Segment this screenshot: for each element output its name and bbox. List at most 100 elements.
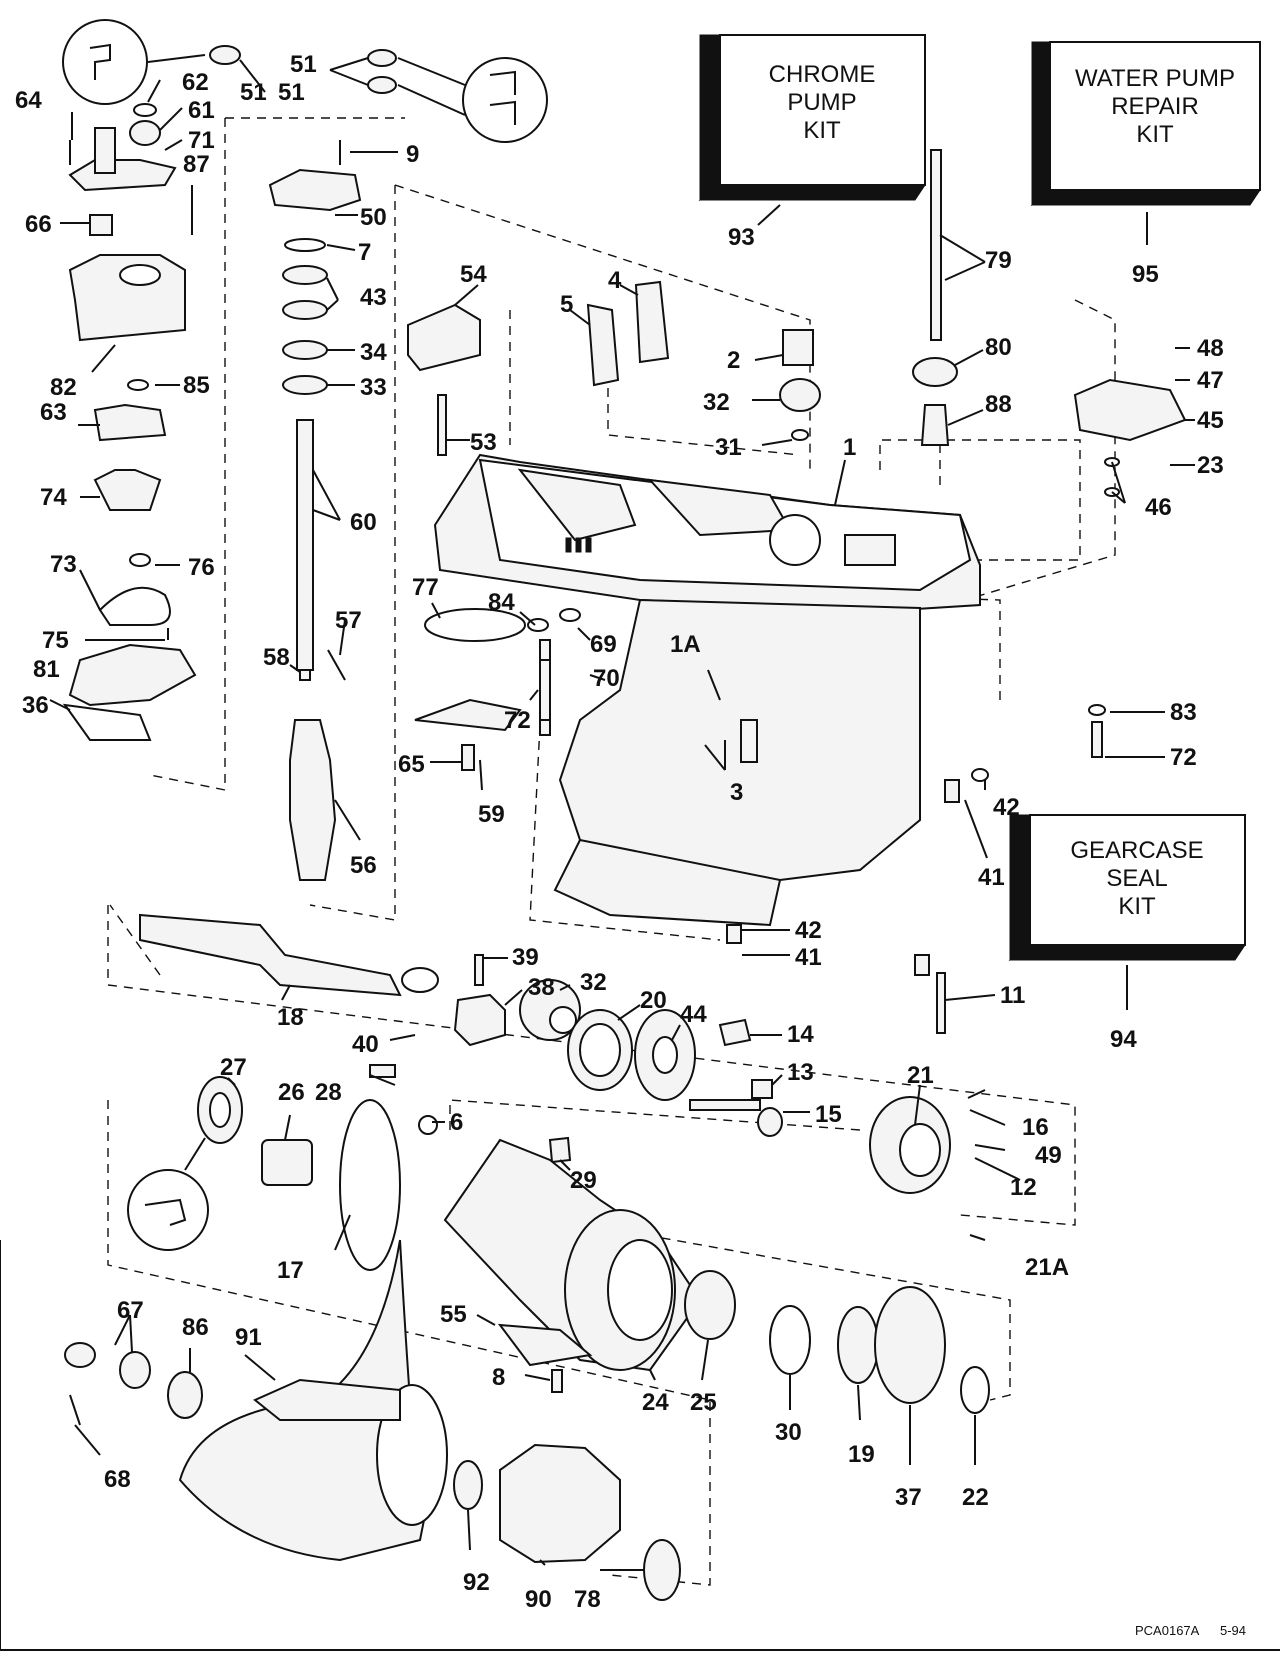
callout-label: 62 [182,69,209,96]
callout-label: 40 [352,1031,379,1058]
callout-label: 70 [593,665,620,692]
callout-label: 54 [460,261,487,288]
callout-label: 21A [1025,1254,1069,1281]
callout-label: 33 [360,374,387,401]
callout-label: 63 [40,399,67,426]
callout-label: 88 [985,391,1012,418]
callout-label-kit: 93 [728,224,755,251]
callout-label: 65 [398,751,425,778]
callout-label: 75 [42,627,69,654]
callout-label: 82 [50,374,77,401]
callout-label: 81 [33,656,60,683]
callout-label: 7 [358,239,371,266]
bearing-housing-and-propeller [64,1064,990,1601]
kit-box-chrome-pump: CHROME PUMP KIT [698,34,926,201]
callout-label: 56 [350,852,377,879]
callout-label: 17 [277,1257,304,1284]
leader-lines [49,57,1195,1571]
callout-label: 1 [843,434,856,461]
callout-label: 34 [360,339,387,366]
callout-label: 85 [183,372,210,399]
kit-label-line: SEAL [1106,865,1167,892]
callout-label: 8 [492,1364,505,1391]
callout-label: 72 [1170,744,1197,771]
callout-label: 18 [277,1004,304,1031]
callout-label: 69 [590,631,617,658]
kit-label-line: KIT [1118,893,1156,920]
callout-label: 4 [608,267,622,294]
callout-label: 92 [463,1569,490,1596]
callout-label: 31 [715,434,742,461]
callout-label: 43 [360,284,387,311]
callout-label: 24 [642,1389,669,1416]
callout-label: 80 [985,334,1012,361]
callout-label: 19 [848,1441,875,1468]
callout-label: 73 [50,551,77,578]
callout-label: 12 [1010,1174,1037,1201]
callout-label: 29 [570,1167,597,1194]
callout-label: 49 [1035,1142,1062,1169]
callout-label: 42 [795,917,822,944]
callout-label: 87 [183,151,210,178]
callout-label: 46 [1145,494,1172,521]
callout-label: 32 [703,389,730,416]
callout-label: 25 [690,1389,717,1416]
diagram-date: 5-94 [1220,1623,1246,1638]
propshaft-and-gear-parts [139,913,986,1241]
kit-label-line: CHROME [769,61,876,88]
callout-label: 72 [504,707,531,734]
callout-label: 84 [488,589,515,616]
callout-label: 2 [727,347,740,374]
pump-parts [62,19,241,741]
diagram-code: PCA0167A [1135,1623,1200,1638]
callout-label: 1A [670,631,701,658]
kit-label-line: KIT [803,117,841,144]
callout-label: 61 [188,97,215,124]
callout-label: 50 [360,204,387,231]
callout-label: 27 [220,1054,247,1081]
callout-label: 90 [525,1586,552,1613]
callout-label: 38 [528,974,555,1001]
kit-box-water-pump: WATER PUMP REPAIR KIT [1030,41,1261,207]
callout-label: 41 [978,864,1005,891]
callout-label: 37 [895,1484,922,1511]
callout-label: 14 [787,1021,814,1048]
callout-label: 91 [235,1324,262,1351]
callout-labels: 64 62 61 71 87 66 82 85 63 74 73 76 75 8… [15,51,1224,1613]
callout-label: 13 [787,1059,814,1086]
callout-label: 44 [680,1001,707,1028]
callout-label: 30 [775,1419,802,1446]
callout-label: 16 [1022,1114,1049,1141]
callout-label-kit: 94 [1110,1026,1137,1053]
callout-label: 86 [182,1314,209,1341]
callout-label: 83 [1170,699,1197,726]
callout-label: 48 [1197,335,1224,362]
callout-label: 51 [290,51,317,78]
callout-label: 64 [15,87,42,114]
callout-label: 53 [470,429,497,456]
callout-label: 45 [1197,407,1224,434]
callout-label: 6 [450,1109,463,1136]
callout-label: 39 [512,944,539,971]
callout-label: 59 [478,801,505,828]
callout-label: 51 [240,79,267,106]
callout-label: 74 [40,484,67,511]
callout-label: 76 [188,554,215,581]
callout-label: 28 [315,1079,342,1106]
callout-label: 60 [350,509,377,536]
callout-label: 78 [574,1586,601,1613]
callout-label: 20 [640,987,667,1014]
callout-label: 36 [22,692,49,719]
kit-label-line: REPAIR [1111,93,1199,120]
callout-label: 57 [335,607,362,634]
gearcase-housing [433,453,981,927]
callout-label: 51 [278,79,305,106]
callout-label: 26 [278,1079,305,1106]
callout-label: 22 [962,1484,989,1511]
callout-label: 68 [104,1466,131,1493]
driveshaft-parts [268,49,548,881]
callout-label: 41 [795,944,822,971]
callout-label: 23 [1197,452,1224,479]
callout-label: 21 [907,1062,934,1089]
